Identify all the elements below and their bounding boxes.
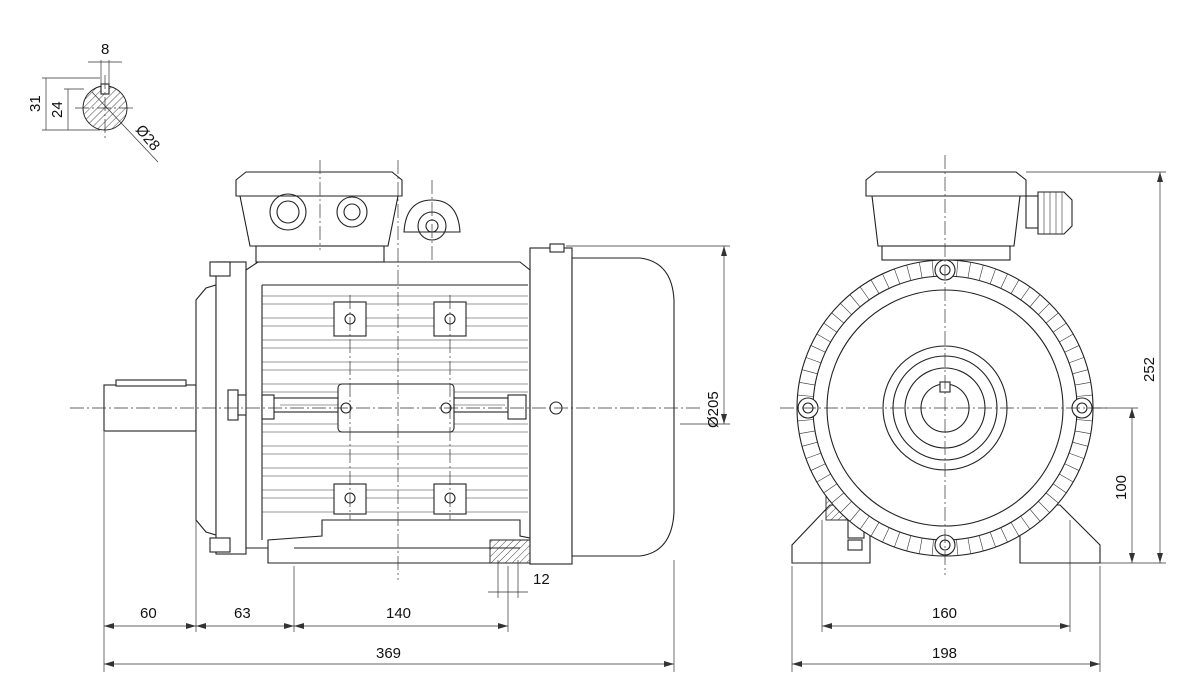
- cooling-fin: [1038, 501, 1050, 513]
- cooling-fin: [799, 430, 816, 434]
- cooling-fin: [859, 286, 870, 301]
- cooling-fin: [823, 322, 838, 333]
- cooling-fin: [799, 382, 816, 386]
- cooling-fin: [831, 312, 845, 324]
- cooling-fin: [894, 531, 901, 548]
- cooling-fin: [1045, 312, 1059, 324]
- cooling-fin: [797, 419, 814, 422]
- cooling-fin: [931, 539, 934, 556]
- motor-front-view: [780, 155, 1110, 575]
- cooling-fin: [1072, 369, 1089, 375]
- overall-width-label: 198: [932, 645, 957, 662]
- cooling-fin: [805, 452, 822, 459]
- foot-hole-spacing-length-label: 140: [386, 605, 411, 622]
- cooling-fin: [1029, 508, 1041, 522]
- cooling-fin: [919, 262, 923, 279]
- cooling-fin: [870, 522, 880, 537]
- cooling-fin: [1059, 473, 1074, 483]
- foot-hole-spacing-width-label: 160: [932, 605, 957, 622]
- cooling-fin: [849, 294, 861, 308]
- cooling-fin: [859, 515, 870, 530]
- motor-side-view: [70, 160, 700, 580]
- cooling-fin: [978, 535, 984, 552]
- cooling-fin: [967, 537, 971, 554]
- cooling-fin: [805, 357, 822, 364]
- cooling-fin: [797, 394, 814, 397]
- shaft-center-height-label: 100: [1113, 475, 1130, 500]
- cooling-fin: [989, 268, 996, 285]
- cooling-fin: [810, 345, 826, 353]
- cooling-fin: [1064, 463, 1080, 471]
- shaft-length-label: 60: [140, 605, 157, 622]
- cooling-fin: [1052, 322, 1067, 333]
- overall-length-label: 369: [376, 645, 401, 662]
- side-view-dimensions: 60 63 140 12 369 Ø205: [103, 245, 730, 672]
- cooling-fin: [906, 264, 912, 281]
- cooling-fin: [816, 473, 831, 483]
- cooling-fin: [801, 369, 818, 375]
- cooling-fin: [810, 463, 826, 471]
- cooling-fin: [978, 264, 984, 281]
- foot-hole-width-label: 12: [533, 571, 550, 588]
- cooling-fin: [840, 303, 852, 315]
- cooling-fin: [849, 508, 861, 522]
- cooling-fin: [831, 492, 845, 504]
- flange-diameter-label: Ø205: [705, 391, 722, 428]
- cooling-fin: [840, 501, 852, 513]
- cooling-fin: [931, 260, 934, 277]
- cooling-fin: [1072, 441, 1089, 447]
- cooling-fin: [894, 268, 901, 285]
- key-seat-depth-label: 24: [49, 101, 66, 118]
- cooling-fin: [1076, 394, 1093, 397]
- cooling-fin: [1068, 452, 1085, 459]
- cooling-fin: [1074, 382, 1091, 386]
- cooling-fin: [882, 273, 890, 289]
- cooling-fin: [1059, 333, 1074, 343]
- shaft-section-detail: 8 31 24 Ø28: [27, 41, 163, 163]
- cooling-fin: [1020, 515, 1031, 530]
- cooling-fin: [967, 262, 971, 279]
- cooling-fin: [823, 483, 838, 494]
- cooling-fin: [1074, 430, 1091, 434]
- cooling-fin: [956, 539, 959, 556]
- cooling-fin: [1029, 294, 1041, 308]
- cooling-fin: [1064, 345, 1080, 353]
- cooling-fin: [1045, 492, 1059, 504]
- cooling-fin: [1076, 419, 1093, 422]
- cooling-fin: [816, 333, 831, 343]
- cooling-fin: [1052, 483, 1067, 494]
- overall-height-label: 252: [1141, 357, 1158, 382]
- shaft-diameter-label: Ø28: [132, 122, 163, 155]
- cooling-fin: [1038, 303, 1050, 315]
- cooling-fin: [919, 537, 923, 554]
- front-view-dimensions: 252 100 160 198: [791, 171, 1166, 672]
- cooling-fin: [956, 260, 959, 277]
- cooling-fin: [1000, 527, 1008, 543]
- cooling-fin: [1068, 357, 1085, 364]
- cooling-fin: [882, 527, 890, 543]
- cooling-fin: [1020, 286, 1031, 301]
- cooling-fin: [1000, 273, 1008, 289]
- cooling-fin: [1010, 522, 1020, 537]
- shaft-key-height-label: 31: [27, 95, 44, 112]
- key-width-label: 8: [101, 41, 109, 58]
- cooling-fin: [870, 279, 880, 294]
- cooling-fin: [906, 535, 912, 552]
- cooling-fin: [989, 531, 996, 548]
- cooling-fin: [801, 441, 818, 447]
- shaft-to-foot-hole-label: 63: [234, 605, 251, 622]
- cooling-fin: [1010, 279, 1020, 294]
